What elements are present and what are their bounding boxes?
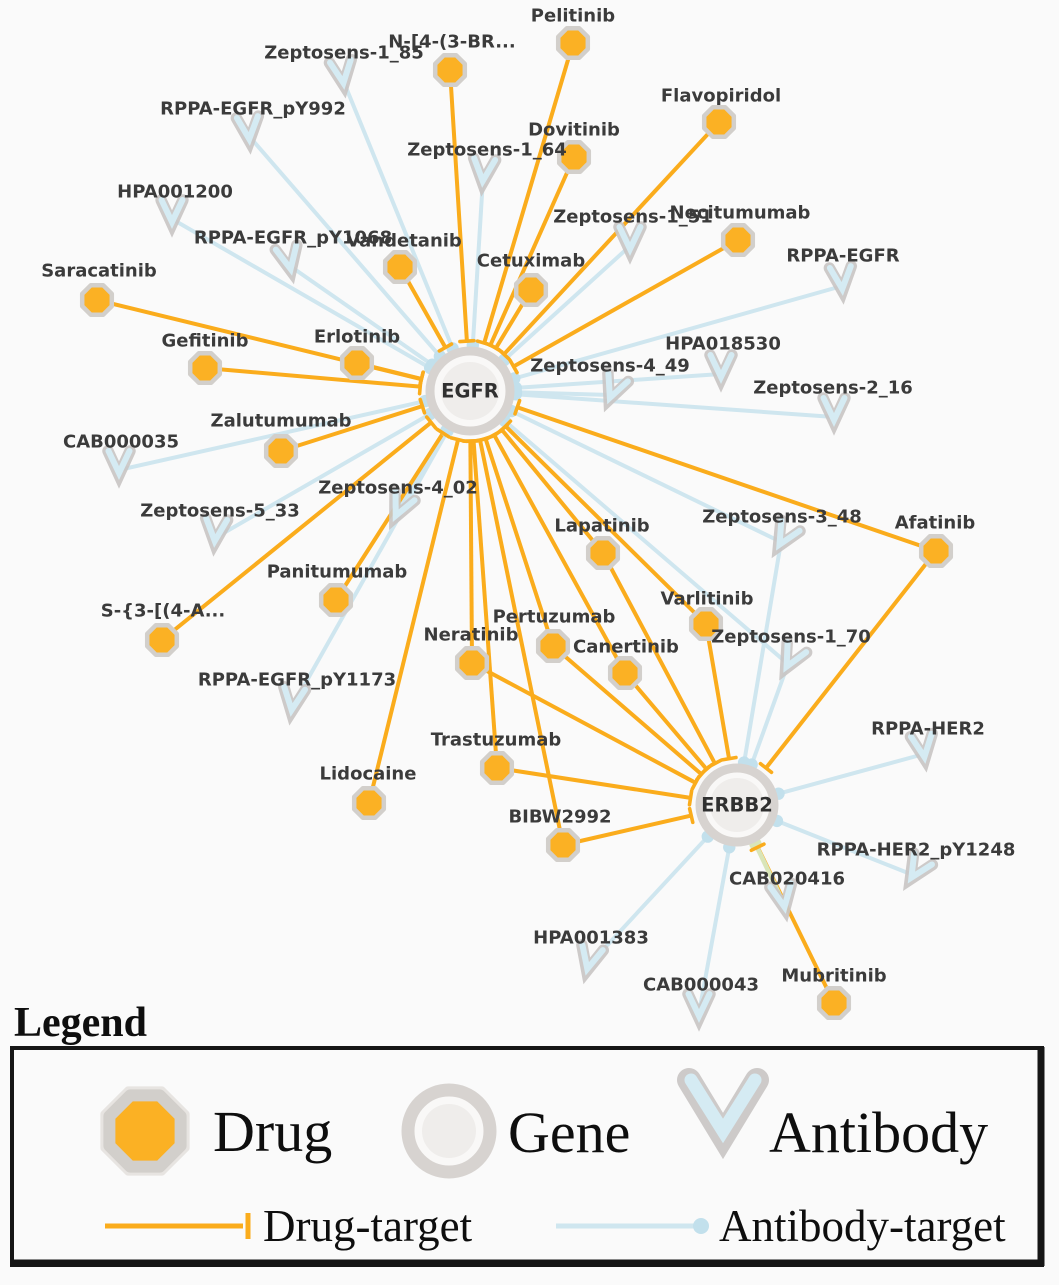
antibody-target-dot-icon: [693, 1218, 709, 1234]
drug-label: Cetuximab: [477, 251, 586, 272]
antibody-label: HPA001200: [117, 182, 233, 203]
antibody-label: Zeptosens-1_70: [711, 627, 871, 648]
drug-label: Saracatinib: [41, 261, 157, 282]
drug-node-neratinib[interactable]: [457, 648, 487, 678]
drug-label: BIBW2992: [508, 807, 611, 828]
drug-node-lidocaine[interactable]: [354, 788, 384, 818]
drug-label: Panitumumab: [267, 562, 408, 583]
antibody-label: RPPA-HER2_pY1248: [817, 840, 1016, 861]
drug-node-zalutumumab[interactable]: [266, 436, 296, 466]
drug-node-erlotinib[interactable]: [342, 348, 372, 378]
antibody-label: Zeptosens-1_85: [264, 43, 424, 64]
edge-tee: [689, 791, 691, 805]
drug-node-cetuximab[interactable]: [516, 275, 546, 305]
drug-node-necitumumab[interactable]: [723, 225, 753, 255]
antibody-label: RPPA-EGFR_pY1173: [198, 670, 396, 691]
antibody-label: CAB000035: [63, 432, 179, 453]
drug-node-trastuzumab[interactable]: [482, 753, 512, 783]
edge-tee: [722, 757, 736, 759]
drug-label: Erlotinib: [314, 327, 400, 348]
drug-label: Trastuzumab: [431, 730, 562, 751]
drug-node-mubritinib[interactable]: [819, 988, 849, 1018]
antibody-label: Zeptosens-5_33: [140, 501, 300, 522]
drug-label: Lapatinib: [554, 516, 649, 537]
antibody-label: HPA018530: [665, 334, 781, 355]
drug-label: Canertinib: [573, 637, 679, 658]
drug-node-pertuzumab[interactable]: [538, 631, 568, 661]
drug-node-flavopiridol[interactable]: [704, 107, 734, 137]
antibody-label: RPPA-EGFR_pY992: [160, 99, 346, 120]
drug-icon-shape: [109, 1095, 180, 1166]
antibody-label: RPPA-HER2: [871, 719, 985, 740]
antibody-label: Zeptosens-1_64: [407, 140, 567, 161]
legend-title: Legend: [14, 1000, 147, 1046]
legend-drug-target-label: Drug-target: [263, 1201, 473, 1251]
drug-label: Varlitinib: [661, 589, 754, 610]
drug-node-panitumumab[interactable]: [321, 585, 351, 615]
drug-label: Pelitinib: [531, 6, 615, 27]
antibody-label: RPPA-EGFR_pY1068: [194, 228, 392, 249]
drug-label: Dovitinib: [528, 120, 620, 141]
antibody-label: CAB020416: [729, 869, 845, 890]
antibody-label: CAB000043: [643, 975, 759, 996]
drug-label: Gefitinib: [162, 331, 249, 352]
antibody-label: Zeptosens-3_48: [702, 507, 862, 528]
drug-node-saracatinib[interactable]: [82, 285, 112, 315]
drug-label: Afatinib: [895, 513, 976, 534]
drug-icon: [103, 1089, 186, 1172]
gene-label: EGFR: [441, 380, 499, 403]
drug-node-vandetanib[interactable]: [385, 252, 415, 282]
drug-node-bibw2992[interactable]: [548, 830, 578, 860]
gene-icon: [408, 1090, 490, 1172]
drug-label: Lidocaine: [320, 764, 417, 785]
antibody-label: HPA001383: [533, 928, 649, 949]
antibody-label: Zeptosens-2_16: [753, 378, 913, 399]
antibody-label: RPPA-EGFR: [786, 246, 899, 267]
drug-label: Neratinib: [424, 625, 519, 646]
drug-node-lapatinib[interactable]: [588, 538, 618, 568]
drug-label: Mubritinib: [781, 966, 886, 987]
drug-label: Flavopiridol: [661, 86, 781, 107]
edge-tee: [460, 341, 474, 342]
drug-label: S-{3-[(4-A...: [101, 601, 225, 622]
drug-node-gefitinib[interactable]: [190, 353, 220, 383]
drug-node-pelitinib[interactable]: [558, 28, 588, 58]
legend-antibody-target-label: Antibody-target: [719, 1201, 1006, 1251]
drug-node-canertinib[interactable]: [610, 658, 640, 688]
gene-icon-inner: [422, 1104, 476, 1158]
gene-label: ERBB2: [701, 794, 773, 817]
legend-gene-label: Gene: [508, 1100, 630, 1165]
antibody-label: Zeptosens-4_02: [318, 478, 478, 499]
legend-drug-label: Drug: [213, 1099, 332, 1164]
gene-node-erbb2[interactable]: ERBB2: [700, 768, 774, 842]
drug-label: Zalutumumab: [211, 411, 352, 432]
legend-antibody-label: Antibody: [769, 1100, 988, 1165]
drug-node-afatinib[interactable]: [921, 536, 951, 566]
antibody-label: Zeptosens-4_49: [530, 356, 690, 377]
gene-node-egfr[interactable]: EGFR: [430, 351, 510, 431]
drug-node-s-3-4-a[interactable]: [147, 625, 177, 655]
drug-node-n-4-3-br[interactable]: [435, 55, 465, 85]
antibody-label: Zeptosens-1_51: [553, 207, 713, 228]
